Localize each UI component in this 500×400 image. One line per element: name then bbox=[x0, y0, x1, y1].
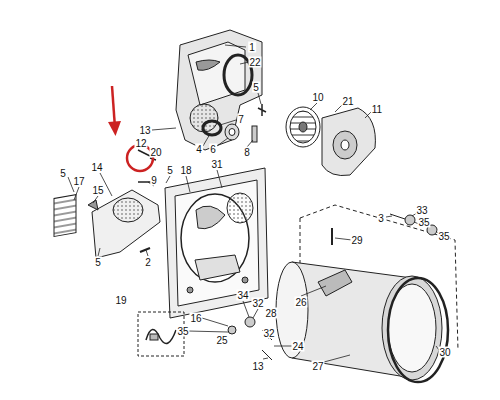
callout-number: 31 bbox=[210, 159, 223, 170]
callout-number: 17 bbox=[72, 176, 85, 187]
callout-number: 20 bbox=[149, 147, 162, 158]
callout-number: 5 bbox=[94, 257, 102, 268]
callout-number: 12 bbox=[134, 138, 147, 149]
callout-number: 15 bbox=[91, 185, 104, 196]
callout-number: 13 bbox=[138, 125, 151, 136]
callout-number: 21 bbox=[341, 96, 354, 107]
callout-number: 5 bbox=[166, 165, 174, 176]
callout-number: 30 bbox=[438, 347, 451, 358]
callout-number: 27 bbox=[311, 361, 324, 372]
callout-number: 5 bbox=[59, 168, 67, 179]
callout-number: 22 bbox=[248, 57, 261, 68]
callout-number: 34 bbox=[236, 290, 249, 301]
callout-number: 3 bbox=[377, 213, 385, 224]
callout-number: 32 bbox=[262, 328, 275, 339]
callout-number: 25 bbox=[215, 335, 228, 346]
callout-number: 29 bbox=[350, 235, 363, 246]
highlight-arrow bbox=[108, 86, 153, 171]
callout-number: 4 bbox=[195, 144, 203, 155]
callout-number: 24 bbox=[291, 341, 304, 352]
callout-number: 7 bbox=[237, 114, 245, 125]
callout-number: 6 bbox=[209, 144, 217, 155]
callout-number: 1 bbox=[248, 42, 256, 53]
callout-number: 14 bbox=[90, 162, 103, 173]
callout-number: 13 bbox=[251, 361, 264, 372]
callout-number: 10 bbox=[311, 92, 324, 103]
callout-number: 8 bbox=[243, 147, 251, 158]
callout-number: 35 bbox=[437, 231, 450, 242]
callout-number: 35 bbox=[176, 326, 189, 337]
callout-number: 2 bbox=[144, 257, 152, 268]
callout-number: 35 bbox=[417, 217, 430, 228]
callout-number: 33 bbox=[415, 205, 428, 216]
callout-number: 16 bbox=[189, 313, 202, 324]
callout-number: 19 bbox=[114, 295, 127, 306]
callout-number: 26 bbox=[294, 297, 307, 308]
callout-number: 32 bbox=[251, 298, 264, 309]
callout-number: 11 bbox=[371, 104, 383, 115]
callout-number: 18 bbox=[179, 165, 192, 176]
callout-number: 5 bbox=[252, 82, 260, 93]
callout-number: 28 bbox=[264, 308, 277, 319]
callout-number: 9 bbox=[150, 175, 158, 186]
